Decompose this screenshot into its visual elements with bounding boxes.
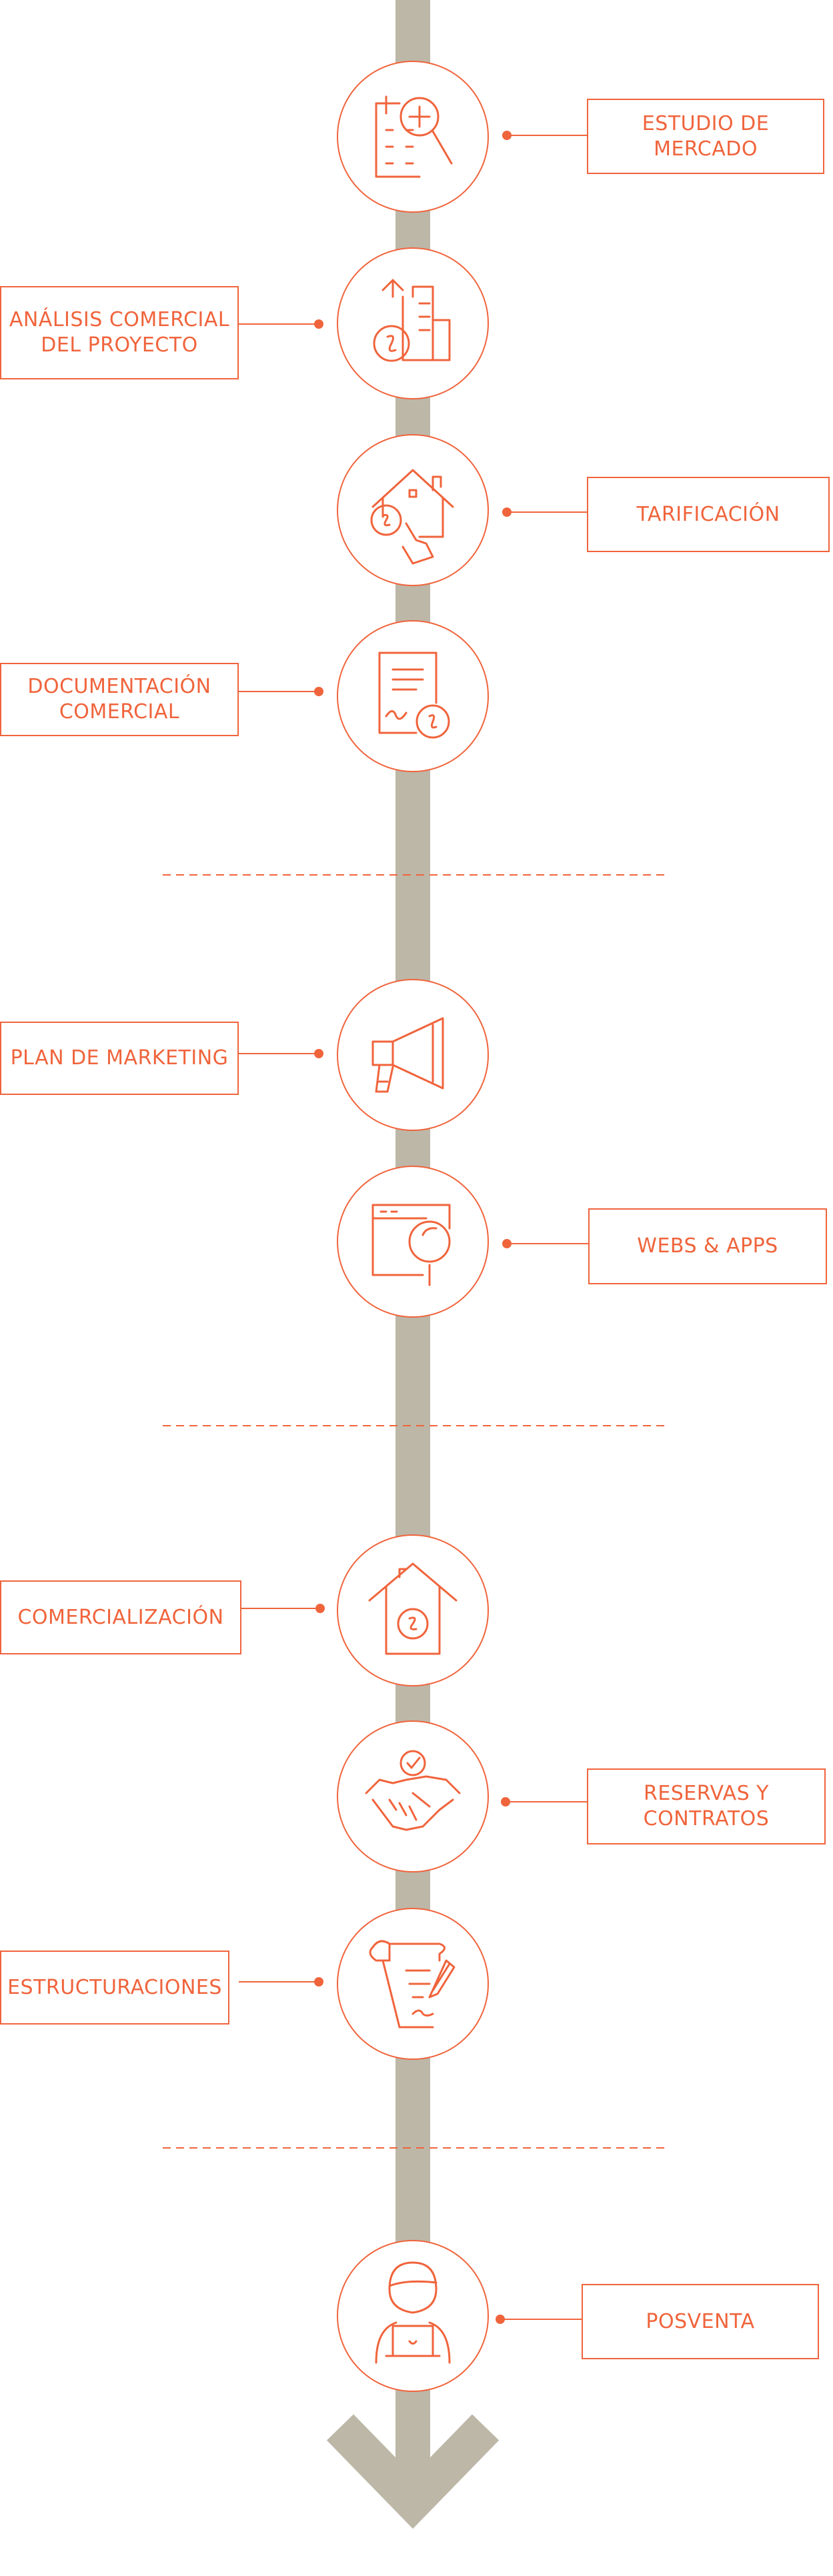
step-label-estructuraciones: ESTRUCTURACIONES [0, 1951, 229, 2025]
commercial-analysis-icon [373, 279, 451, 362]
connector-dot [315, 1604, 325, 1613]
house-money-icon [368, 1562, 458, 1655]
step-label-estudio: ESTUDIO DE MERCADO [587, 99, 824, 174]
connector-dot [496, 2315, 505, 2324]
step-node-circle [337, 247, 489, 399]
step-node-circle [337, 1166, 489, 1318]
connector-dot [314, 319, 323, 329]
connector-dot [502, 1239, 512, 1248]
handshake-icon [365, 1750, 461, 1831]
step-node-circle [337, 1534, 489, 1686]
pricing-house-icon [370, 469, 454, 565]
connector-dot [314, 1049, 323, 1058]
step-node-circle [337, 2240, 489, 2392]
step-label-posventa: POSVENTA [582, 2284, 819, 2359]
web-search-icon [371, 1204, 451, 1286]
step-node-circle [337, 979, 489, 1131]
step-label-reservas: RESERVAS Y CONTRATOS [587, 1768, 826, 1844]
connector-dot [314, 687, 323, 696]
megaphone-icon [371, 1017, 444, 1093]
support-agent-icon [375, 2261, 451, 2364]
step-node-circle [337, 620, 489, 772]
step-label-marketing: PLAN DE MARKETING [0, 1022, 239, 1095]
connector-dot [314, 1977, 323, 1987]
step-label-webs: WEBS & APPS [588, 1208, 827, 1284]
connector-dot [502, 507, 512, 517]
contract-scroll-icon [369, 1940, 456, 2029]
step-node-circle [337, 434, 489, 586]
step-label-comercializacion: COMERCIALIZACIÓN [0, 1580, 241, 1654]
step-label-analisis: ANÁLISIS COMERCIAL DEL PROYECTO [0, 286, 239, 379]
step-label-documentacion: DOCUMENTACIÓN COMERCIAL [0, 663, 239, 736]
market-study-icon [375, 95, 453, 178]
commercial-document-icon [378, 652, 450, 739]
connector-dot [501, 1797, 510, 1806]
step-node-circle [337, 1720, 489, 1872]
timeline-arrow-icon [326, 2414, 500, 2529]
connector-dot [502, 131, 512, 140]
step-node-circle [337, 61, 489, 213]
step-label-tarificacion: TARIFICACIÓN [587, 477, 830, 552]
